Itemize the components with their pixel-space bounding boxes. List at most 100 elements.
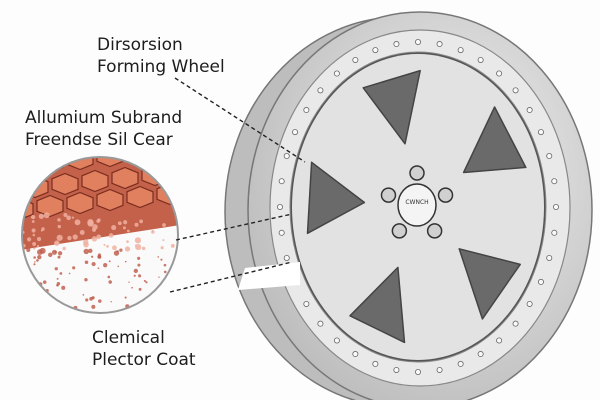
particle: [22, 306, 23, 310]
particle: [160, 303, 164, 307]
particle: [160, 258, 163, 261]
lug-nut: [426, 223, 443, 239]
particle: [134, 237, 142, 244]
particle: [177, 276, 178, 279]
particle: [119, 248, 123, 252]
particle: [143, 279, 146, 282]
label-wheel-line1: Dirsorsion: [97, 35, 183, 55]
rim-bolt: [317, 87, 324, 94]
particle: [179, 215, 181, 217]
particle: [106, 245, 109, 248]
center-cap-logo: CWNCH: [405, 199, 428, 206]
particle: [37, 255, 42, 260]
particle: [36, 259, 39, 262]
particle: [172, 271, 176, 275]
particle: [30, 296, 35, 301]
particle: [97, 255, 102, 259]
rim-bolt: [553, 203, 560, 210]
rim-bolt: [303, 107, 310, 114]
particle: [30, 214, 36, 220]
hex-tile: [51, 172, 79, 196]
hex-tile: [81, 169, 109, 193]
particle: [26, 237, 32, 242]
particle: [43, 300, 48, 305]
rim-bolt: [436, 41, 443, 48]
particle: [160, 246, 164, 250]
rim-bolt: [276, 203, 283, 210]
particle: [110, 301, 112, 303]
particle: [39, 247, 46, 254]
particle: [85, 298, 89, 302]
particle: [138, 287, 142, 291]
particle: [57, 218, 61, 222]
particle: [176, 273, 178, 278]
particle: [170, 243, 175, 248]
spoke-window: [458, 248, 521, 320]
particle: [108, 280, 112, 284]
particle: [25, 302, 31, 307]
particle: [151, 230, 155, 234]
particle: [176, 256, 178, 259]
particle: [72, 266, 76, 270]
particle: [124, 296, 127, 299]
particle: [22, 288, 25, 292]
rim-bolt: [537, 129, 544, 136]
particle: [41, 227, 45, 231]
particle: [67, 235, 72, 241]
particle: [151, 294, 154, 297]
hex-tile: [126, 185, 154, 209]
particle: [33, 256, 36, 259]
particle: [63, 213, 68, 217]
particle: [68, 272, 71, 275]
rim-bolt: [292, 129, 299, 136]
particle: [57, 251, 63, 256]
rim-bolt: [457, 47, 464, 54]
leader-line-substrate: [175, 213, 293, 241]
particle: [38, 213, 45, 219]
particle: [66, 215, 71, 221]
particle: [98, 299, 102, 303]
particle: [158, 276, 160, 278]
particle: [138, 274, 142, 278]
particle: [34, 261, 36, 263]
rim-bolt: [512, 320, 519, 327]
particle: [31, 301, 34, 305]
particle: [84, 277, 88, 282]
rim-bolt: [551, 229, 558, 236]
particle: [137, 263, 141, 267]
particle: [116, 250, 119, 253]
rim-bolt: [526, 107, 533, 114]
particle: [56, 277, 59, 280]
particle: [112, 245, 117, 251]
particle: [61, 285, 66, 290]
particle: [117, 265, 120, 268]
particle: [84, 260, 89, 265]
leader-line-wheel: [174, 77, 306, 163]
label-wheel: Dirsorsion Forming Wheel: [97, 34, 225, 78]
particle: [144, 300, 148, 304]
particle: [134, 244, 138, 247]
lug-nut: [409, 165, 425, 181]
particle: [22, 285, 23, 289]
particle: [91, 227, 97, 232]
particle: [32, 233, 36, 237]
particle: [134, 222, 139, 227]
spoke-window: [306, 161, 366, 235]
rim-bolt: [372, 360, 379, 367]
rim-bolt: [512, 87, 519, 94]
hex-tile: [111, 166, 139, 190]
rim-bolt: [414, 39, 421, 46]
particle: [128, 281, 130, 283]
rim-notch: [238, 262, 300, 290]
particle: [83, 241, 89, 248]
particle: [56, 234, 63, 241]
particle: [157, 256, 160, 258]
label-coat-line1: Clemical: [92, 328, 165, 348]
particle: [20, 273, 22, 275]
label-coat: Clemical Plector Coat: [92, 327, 196, 371]
spoke-window: [362, 69, 421, 145]
hex-tile: [141, 163, 169, 187]
particle: [91, 304, 96, 309]
rim-bolt: [496, 70, 503, 77]
particle: [139, 219, 144, 224]
